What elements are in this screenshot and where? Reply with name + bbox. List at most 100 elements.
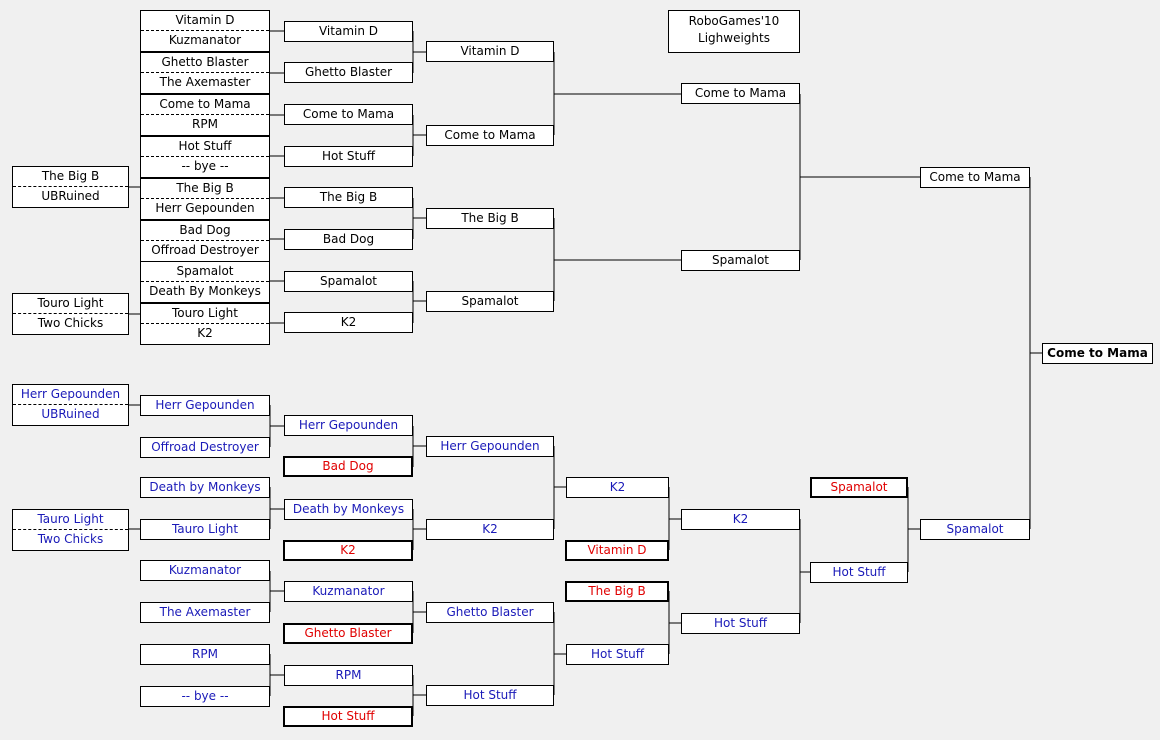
- wb-r1-1-top: Vitamin D: [141, 11, 269, 31]
- connector-line-21: [269, 405, 284, 447]
- wb-r2-3: Come to Mama: [284, 104, 413, 125]
- lb-r2-1: Herr Gepounden: [284, 415, 413, 436]
- wb-r2-6: Bad Dog: [284, 229, 413, 250]
- lb-r6-drop: Spamalot: [810, 477, 908, 498]
- lb-prelim-1-top: Herr Gepounden: [13, 385, 128, 405]
- wb-prelim-1-top: The Big B: [13, 167, 128, 187]
- wb-r2-4: Hot Stuff: [284, 146, 413, 167]
- connector-line-29: [553, 446, 566, 529]
- lb-final: Spamalot: [920, 519, 1030, 540]
- connector-line-26: [412, 509, 426, 550]
- connector-line-34: [907, 487, 920, 572]
- lb-r2-drop-1: Bad Dog: [283, 456, 413, 477]
- lb-r1-2: Offroad Destroyer: [140, 437, 270, 458]
- wb-prelim-1-bottom: UBRuined: [41, 189, 100, 203]
- connector-line-18: [1029, 177, 1042, 529]
- connector-line-25: [412, 426, 426, 467]
- wb-r4-1: Come to Mama: [681, 83, 800, 104]
- lb-r5-1: K2: [681, 509, 800, 530]
- wb-r1-match-4: Hot Stuff -- bye --: [140, 136, 270, 178]
- lb-r1-3: Death by Monkeys: [140, 477, 270, 498]
- connector-line-11: [412, 31, 426, 73]
- wb-prelim-2: Touro Light Two Chicks: [12, 293, 129, 335]
- lb-r1-7: RPM: [140, 644, 270, 665]
- connector-line-22: [269, 487, 284, 529]
- lb-prelim-2: Tauro Light Two Chicks: [12, 509, 129, 551]
- wb-r2-1: Vitamin D: [284, 21, 413, 42]
- lb-r2-drop-4: Hot Stuff: [283, 706, 413, 727]
- wb-r1-match-5: The Big B Herr Gepounden: [140, 178, 270, 220]
- lb-r4-drop-2: The Big B: [565, 581, 669, 602]
- wb-r1-2-top: Ghetto Blaster: [141, 53, 269, 73]
- wb-r3-4: Spamalot: [426, 291, 554, 312]
- wb-r1-match-6: Bad Dog Offroad Destroyer: [140, 220, 270, 262]
- wb-r1-match-2: Ghetto Blaster The Axemaster: [140, 52, 270, 94]
- wb-r1-7-top: Spamalot: [141, 262, 269, 282]
- wb-r3-2: Come to Mama: [426, 125, 554, 146]
- wb-r1-match-1: Vitamin D Kuzmanator: [140, 10, 270, 52]
- lb-r4-1: K2: [566, 477, 669, 498]
- connector-line-28: [412, 675, 426, 716]
- champion: Come to Mama: [1042, 343, 1153, 364]
- wb-r1-6-top: Bad Dog: [141, 221, 269, 241]
- wb-r1-3-bottom: RPM: [192, 117, 218, 131]
- wb-r4-2: Spamalot: [681, 250, 800, 271]
- wb-r2-5: The Big B: [284, 187, 413, 208]
- connector-line-27: [412, 591, 426, 633]
- connector-line-13: [412, 198, 426, 239]
- lb-r1-4: Tauro Light: [140, 519, 270, 540]
- lb-r2-2: Death by Monkeys: [284, 499, 413, 520]
- wb-r1-4-top: Hot Stuff: [141, 137, 269, 157]
- wb-r3-3: The Big B: [426, 208, 554, 229]
- connector-line-14: [412, 281, 426, 323]
- wb-r1-match-7: Spamalot Death By Monkeys: [140, 261, 270, 303]
- connector-line-24: [269, 654, 284, 696]
- wb-r1-5-bottom: Herr Gepounden: [155, 201, 255, 215]
- wb-r3-1: Vitamin D: [426, 41, 554, 62]
- lb-r5-2: Hot Stuff: [681, 613, 800, 634]
- lb-r6: Hot Stuff: [810, 562, 908, 583]
- wb-prelim-2-bottom: Two Chicks: [37, 316, 104, 330]
- wb-r2-8: K2: [284, 312, 413, 333]
- lb-r1-8: -- bye --: [140, 686, 270, 707]
- lb-prelim-2-top: Tauro Light: [13, 510, 128, 530]
- lb-r4-2: Hot Stuff: [566, 644, 669, 665]
- wb-r1-3-top: Come to Mama: [141, 95, 269, 115]
- wb-r1-6-bottom: Offroad Destroyer: [151, 243, 259, 257]
- lb-r1-1: Herr Gepounden: [140, 395, 270, 416]
- wb-r1-7-bottom: Death By Monkeys: [149, 284, 261, 298]
- wb-r2-2: Ghetto Blaster: [284, 62, 413, 83]
- lb-r2-3: Kuzmanator: [284, 581, 413, 602]
- title-line-2: Lighweights: [698, 31, 770, 45]
- lb-r1-5: Kuzmanator: [140, 560, 270, 581]
- lb-prelim-1: Herr Gepounden UBRuined: [12, 384, 129, 426]
- wb-r1-match-8: Touro Light K2: [140, 303, 270, 345]
- wb-r2-7: Spamalot: [284, 271, 413, 292]
- wb-r1-match-3: Come to Mama RPM: [140, 94, 270, 136]
- connector-line-17: [799, 94, 920, 260]
- lb-r3-1: Herr Gepounden: [426, 436, 554, 457]
- wb-r1-8-top: Touro Light: [141, 304, 269, 324]
- wb-r1-5-top: The Big B: [141, 179, 269, 199]
- wb-r1-2-bottom: The Axemaster: [159, 75, 251, 89]
- connector-line-12: [412, 115, 426, 156]
- connector-line-31: [668, 487, 681, 550]
- wb-prelim-1: The Big B UBRuined: [12, 166, 129, 208]
- lb-r2-4: RPM: [284, 665, 413, 686]
- lb-r4-drop-1: Vitamin D: [565, 540, 669, 561]
- lb-r2-drop-2: K2: [283, 540, 413, 561]
- connector-line-15: [553, 52, 681, 135]
- lb-r3-2: K2: [426, 519, 554, 540]
- lb-r1-6: The Axemaster: [140, 602, 270, 623]
- connector-line-32: [668, 591, 681, 654]
- lb-prelim-2-bottom: Two Chicks: [37, 532, 104, 546]
- connector-line-30: [553, 612, 566, 695]
- lb-r2-drop-3: Ghetto Blaster: [283, 623, 413, 644]
- wb-final: Come to Mama: [920, 167, 1030, 188]
- wb-r1-4-bottom: -- bye --: [181, 159, 229, 173]
- wb-r1-8-bottom: K2: [197, 326, 213, 340]
- lb-r3-4: Hot Stuff: [426, 685, 554, 706]
- wb-r1-1-bottom: Kuzmanator: [168, 33, 242, 47]
